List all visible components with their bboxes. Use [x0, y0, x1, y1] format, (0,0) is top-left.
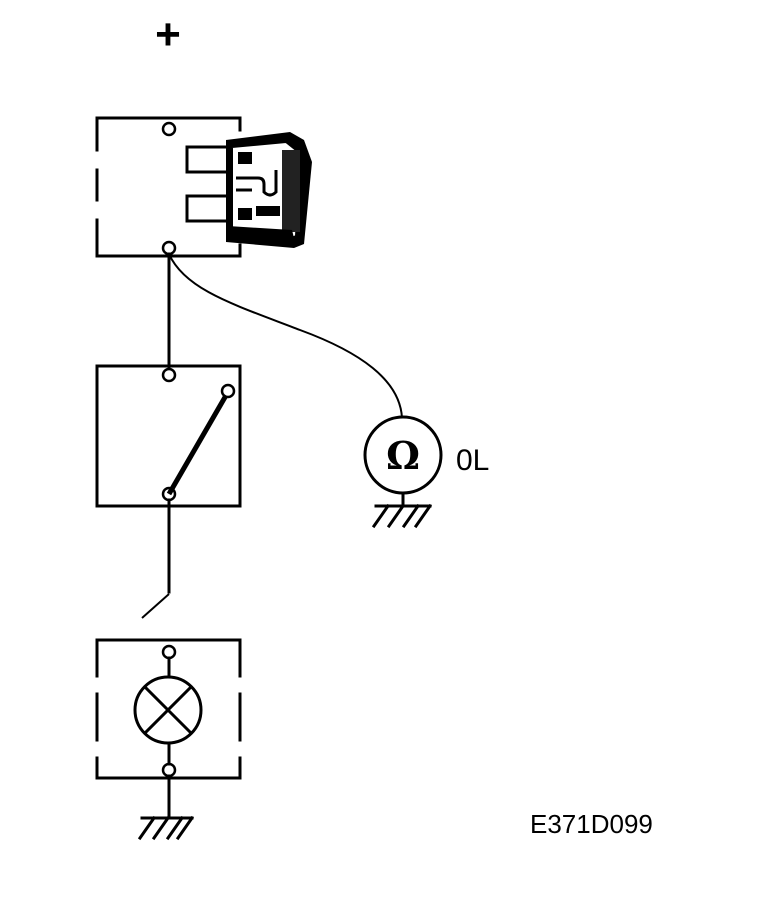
switch-box: [95, 364, 242, 508]
positive-supply-label: +: [155, 10, 181, 59]
meter-reading: 0L: [456, 444, 489, 477]
ohmmeter-icon: Ω: [363, 415, 443, 508]
lamp-terminal-bottom: [161, 762, 177, 778]
broken-wire: [141, 593, 170, 619]
lamp-icon: [133, 656, 203, 766]
lamp-terminal-top: [161, 644, 177, 660]
fuse-terminal-top: [161, 121, 177, 137]
figure-code: E371D099: [530, 809, 653, 839]
ohmmeter-probe-lead: [168, 253, 403, 419]
switch-icon: [166, 383, 236, 496]
fuse-box: [95, 116, 242, 258]
ohmmeter-symbol: Ω: [386, 433, 420, 478]
switch-terminal-top: [161, 367, 177, 383]
blade-fuse-icon: [185, 132, 312, 248]
ground-icon: [371, 503, 433, 529]
ground-icon: [137, 815, 195, 841]
fuse-terminal-bottom: [161, 240, 177, 256]
